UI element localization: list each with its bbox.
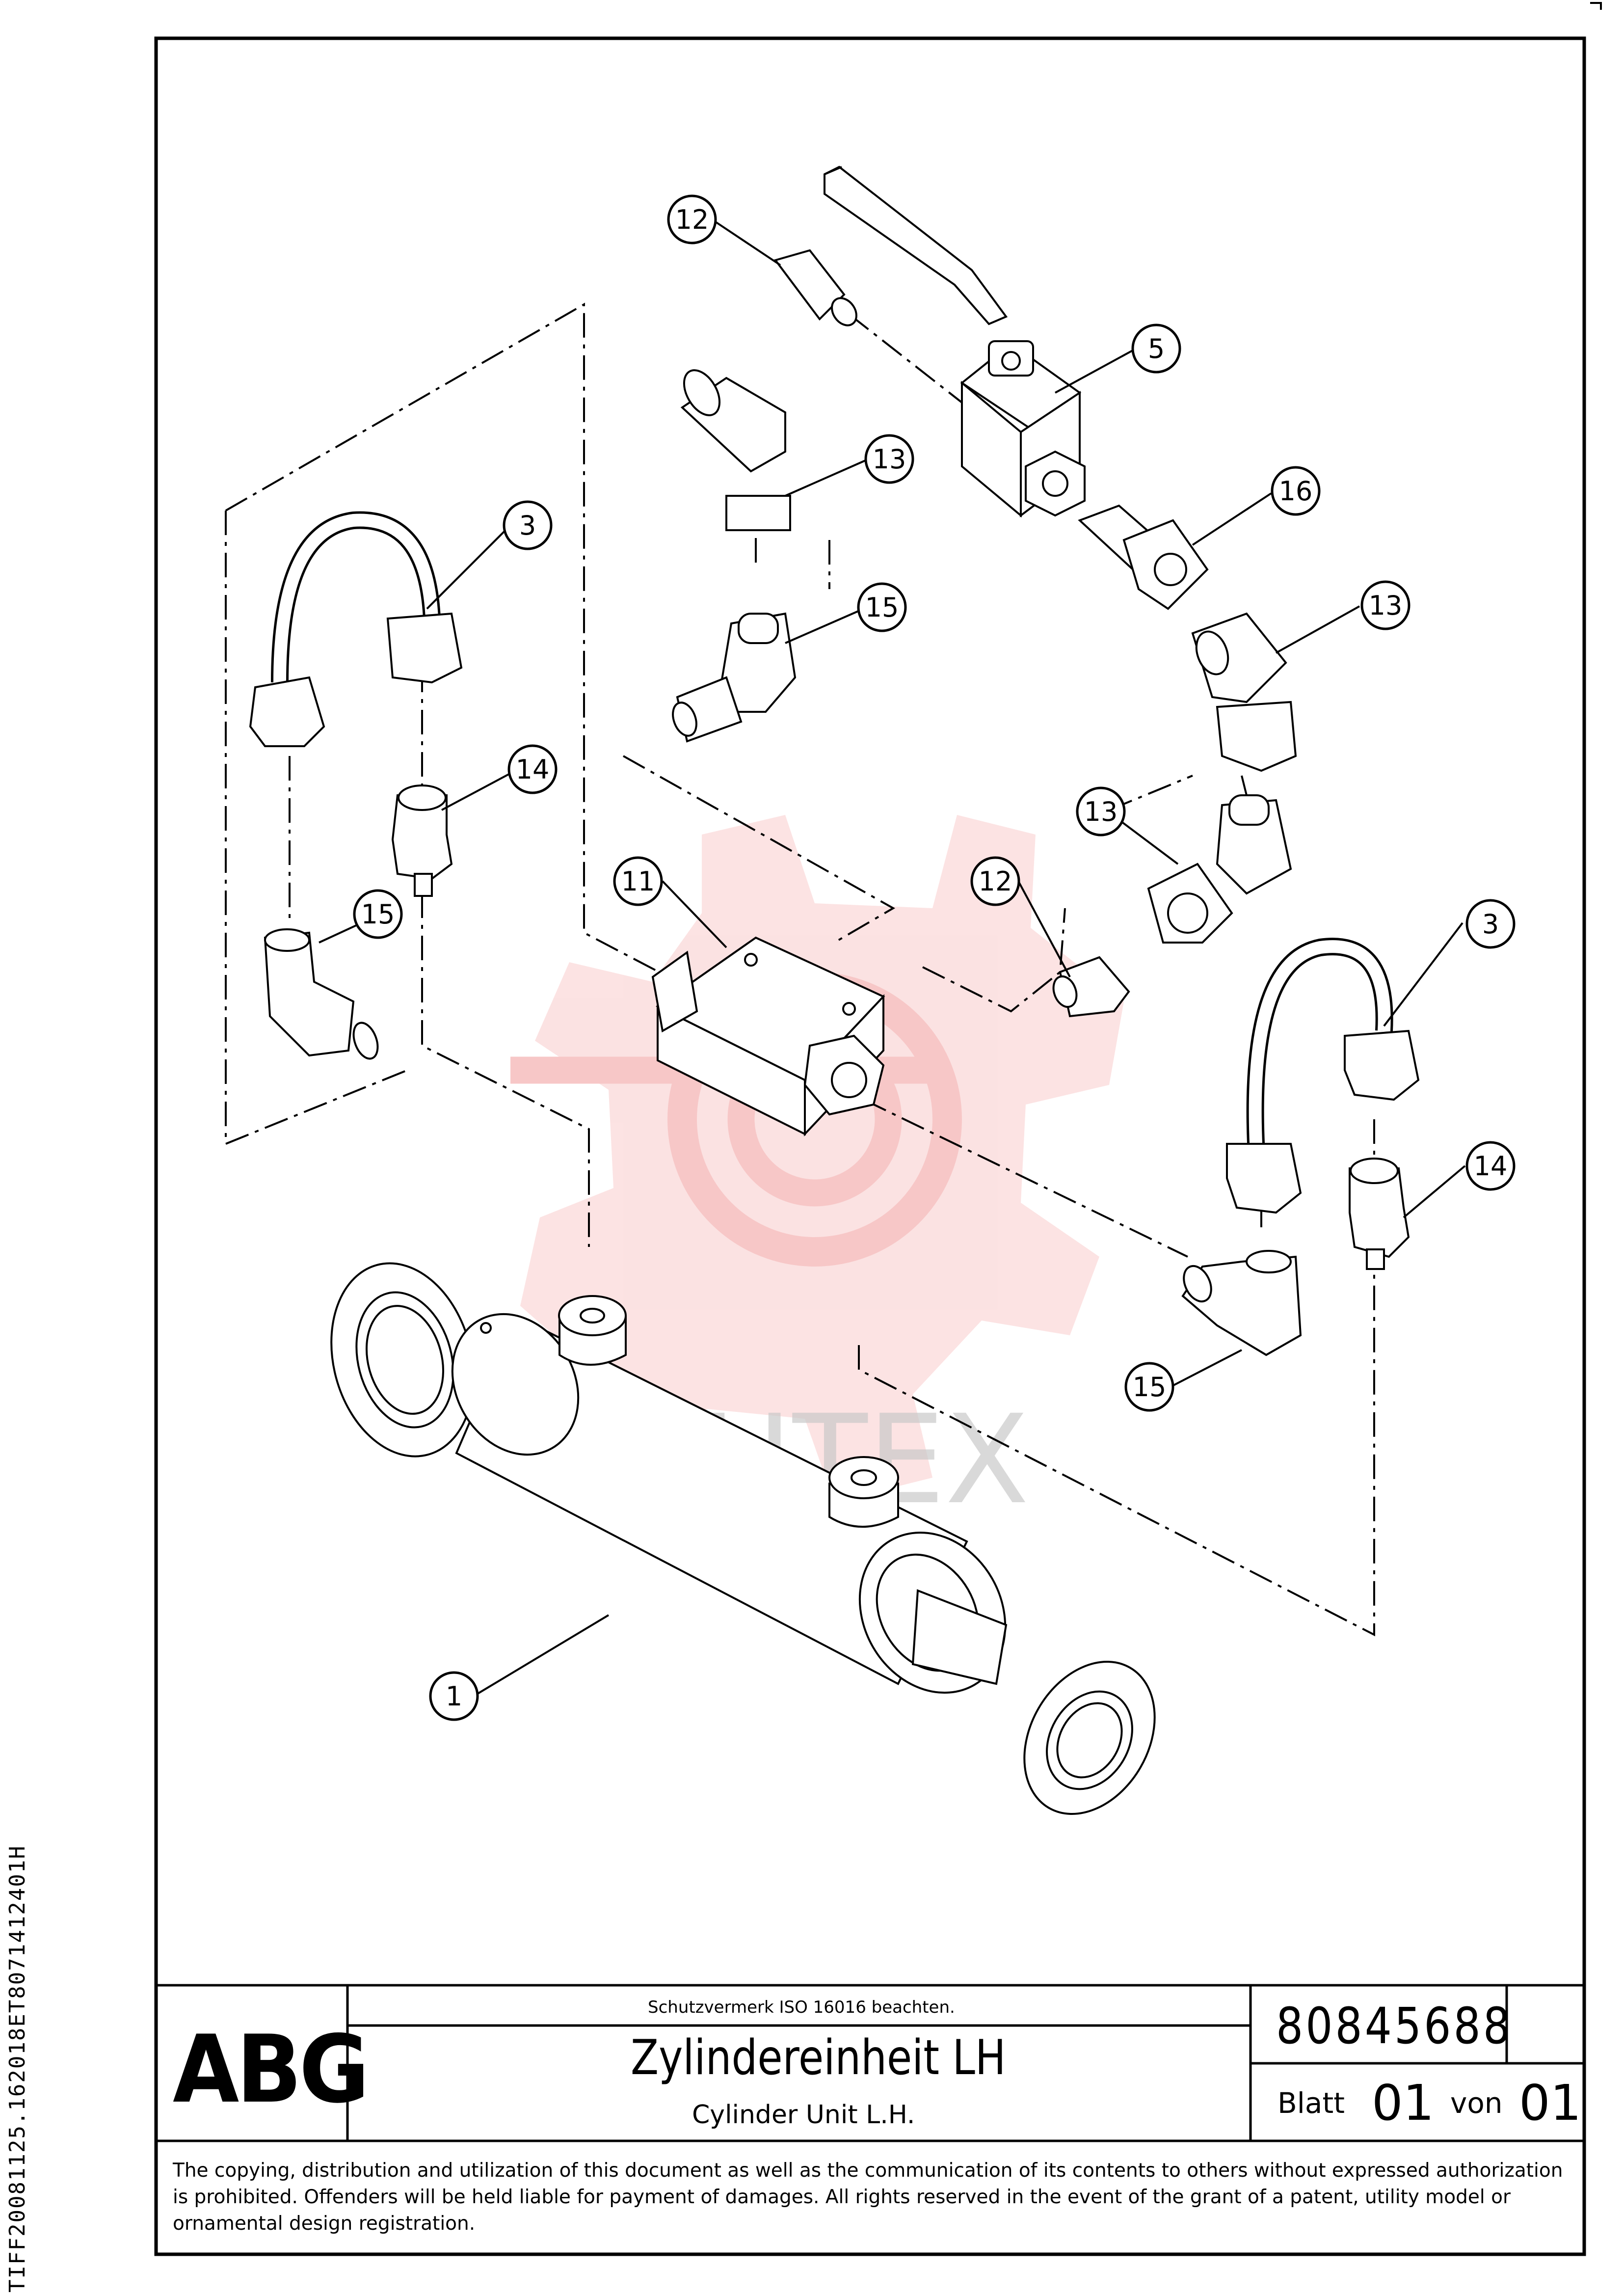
copyright-notice: The copying, distribution and utilizatio… [173, 2160, 1563, 2235]
fittings [249, 249, 1420, 1356]
drawing-title-english: Cylinder Unit L.H. [692, 2100, 915, 2130]
ball-valve [824, 165, 1086, 518]
callout-3-left: 3 [519, 510, 536, 541]
file-code: TIFF20081125.162018ET8071412401H [5, 1845, 30, 2293]
callout-5: 5 [1148, 333, 1165, 364]
callout-15-upper: 15 [865, 592, 899, 623]
protection-notice: Schutzvermerk ISO 16016 beachten. [648, 1998, 955, 2017]
drawing-frame [154, 36, 1586, 2256]
callout-14-right: 14 [1474, 1151, 1508, 1182]
callout-13-mid: 13 [1084, 796, 1118, 827]
callout-16: 16 [1279, 476, 1313, 507]
of-label: von [1450, 2086, 1503, 2120]
callout-13-right: 13 [1369, 590, 1403, 621]
valve-block [651, 936, 885, 1137]
callout-13-top: 13 [873, 444, 906, 475]
callout-bubbles [353, 194, 1516, 1721]
sheet-label: Blatt [1277, 2086, 1345, 2120]
sheet-number: 01 [1372, 2074, 1435, 2132]
title-block-lines [156, 1984, 1584, 2142]
company-logo: ABG [173, 2015, 370, 2124]
callout-14-left: 14 [516, 754, 550, 785]
callout-1: 1 [446, 1681, 462, 1712]
callout-15-left: 15 [361, 899, 395, 930]
callout-12-top: 12 [675, 204, 709, 235]
document-number: 80845688 [1276, 1997, 1513, 2055]
drawing-title-german: Zylindereinheit LH [631, 2030, 1006, 2086]
hydraulic-cylinder [330, 1262, 1156, 1815]
sheet-total: 01 [1519, 2074, 1582, 2132]
callout-15-lower: 15 [1133, 1372, 1167, 1403]
callout-12-lower: 12 [979, 866, 1012, 897]
callout-3-right: 3 [1482, 909, 1499, 940]
callout-11: 11 [621, 866, 655, 897]
